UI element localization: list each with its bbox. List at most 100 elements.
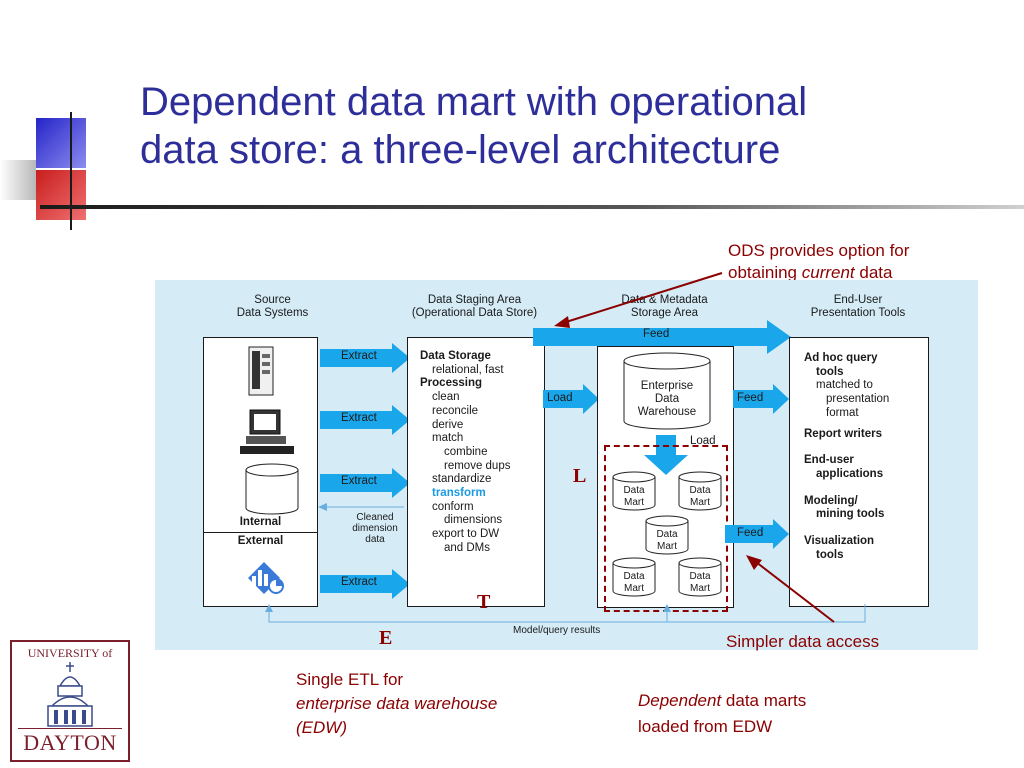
- feed-label-top: Feed: [643, 328, 670, 340]
- tool-item: applications: [816, 467, 884, 480]
- ods-annotation-line-1: ODS provides option for: [728, 241, 910, 260]
- tool-item: Modeling/: [804, 494, 858, 507]
- cleaned-line-1: Cleaned: [356, 512, 394, 523]
- decor-vertical-line: [70, 112, 72, 230]
- cleaned-dimension-label: Cleaned dimension data: [335, 512, 415, 545]
- feed-arrow-top: [533, 320, 791, 354]
- edw-line-1: Enterprise: [640, 380, 694, 392]
- storage-area-box: Enterprise Data Warehouse Load Data Mart…: [597, 346, 734, 608]
- extract-arrow-1: [320, 343, 410, 373]
- feed-label-lower: Feed: [737, 527, 764, 539]
- header-storage-line-2: Storage Area: [630, 307, 699, 319]
- data-mart-cylinder: [612, 557, 656, 597]
- single-etl-line-2: enterprise data warehouse: [296, 694, 498, 713]
- header-source-line-1: Source: [254, 294, 291, 306]
- data-mart-3: Data Mart: [645, 515, 689, 555]
- staging-item-transform: transform: [432, 487, 486, 500]
- staging-item: dimensions: [444, 514, 503, 527]
- header-staging-line-2: (Operational Data Store): [411, 307, 538, 319]
- desktop-computer-icon: [240, 409, 294, 454]
- extract-label-2: Extract: [341, 412, 377, 424]
- data-mart-line-2: Mart: [657, 541, 677, 552]
- tool-item: format: [826, 406, 859, 419]
- letter-t: T: [477, 591, 491, 613]
- data-mart-line-2: Mart: [624, 583, 644, 594]
- end-user-tools-list: Ad hoc query tools matched to presentati…: [804, 352, 926, 562]
- dependent-post: data marts: [721, 691, 807, 710]
- dependent-marts-line-2: loaded from EDW: [638, 717, 773, 736]
- internal-external-divider: [204, 532, 317, 533]
- extract-label-4: Extract: [341, 576, 377, 588]
- data-mart-2: Data Mart: [678, 471, 722, 511]
- title-line-2: data store: a three-level architecture: [140, 128, 781, 172]
- edw-label: Enterprise Data Warehouse: [622, 380, 712, 419]
- dependent-marts-annotation: Dependent data marts loaded from EDW: [638, 688, 938, 740]
- ods-annotation-pre: obtaining: [728, 263, 802, 282]
- tool-item: End-user: [804, 454, 854, 467]
- feed-arrow-middle: [733, 384, 789, 414]
- data-mart-line-2: Mart: [624, 497, 644, 508]
- staging-item: Data Storage: [420, 350, 491, 362]
- data-mart-line-1: Data: [689, 485, 711, 496]
- data-mart-1: Data Mart: [612, 471, 656, 511]
- source-systems-box: Internal External: [203, 337, 318, 607]
- single-etl-annotation: Single ETL for enterprise data warehouse…: [296, 668, 596, 740]
- cleaned-data-arrow: [318, 503, 404, 511]
- tool-item: mining tools: [816, 508, 885, 521]
- model-query-results-label: Model/query results: [513, 625, 601, 636]
- single-etl-line-1: Single ETL for: [296, 670, 404, 689]
- data-mart-cylinder: [678, 557, 722, 597]
- staging-item: export to DW: [432, 528, 500, 541]
- staging-area-box: Data Storage relational, fast Processing…: [407, 337, 545, 607]
- ods-annotation-em: current: [801, 263, 855, 282]
- extract-arrow-3: [320, 468, 410, 498]
- header-enduser-line-1: End-User: [833, 294, 883, 306]
- data-mart-line-1: Data: [623, 485, 645, 496]
- staging-item: match: [432, 432, 464, 445]
- single-etl-line-3: (EDW): [296, 718, 347, 737]
- staging-item: Processing: [420, 377, 482, 390]
- ods-annotation-line-2: obtaining current data: [728, 262, 1018, 284]
- dependent-em: Dependent: [638, 691, 722, 710]
- feed-label-middle: Feed: [737, 392, 764, 404]
- tool-item: matched to: [816, 379, 873, 392]
- load-label: Load: [547, 392, 573, 404]
- data-mart-line-2: Mart: [690, 583, 710, 594]
- staging-item: conform: [432, 500, 474, 513]
- staging-content: Data Storage relational, fast Processing…: [420, 350, 542, 556]
- decor-red-square: [36, 170, 86, 220]
- slide-decoration: [0, 100, 140, 230]
- staging-item: derive: [432, 418, 464, 431]
- logo-top-text: UNIVERSITY of: [27, 646, 113, 660]
- header-enduser: End-User Presentation Tools: [783, 294, 933, 320]
- architecture-diagram: Source Data Systems Data Staging Area (O…: [155, 280, 978, 650]
- dependent-marts-line-1: Dependent data marts: [638, 688, 938, 714]
- university-logo: UNIVERSITY of DAYTON: [10, 640, 130, 762]
- internal-label: Internal: [239, 516, 282, 528]
- title-line-1: Dependent data mart with operational: [140, 80, 808, 124]
- end-user-tools-box: Ad hoc query tools matched to presentati…: [789, 337, 929, 607]
- data-mart-cylinder: [645, 515, 689, 555]
- cleaned-line-3: data: [365, 534, 385, 545]
- extract-label-3: Extract: [341, 475, 377, 487]
- chapel-dome-icon: [47, 662, 93, 727]
- letter-l: L: [573, 465, 587, 487]
- feed-arrow-lower: [725, 519, 789, 549]
- load-arrow: [543, 384, 599, 414]
- external-data-chart-icon: [248, 562, 284, 594]
- letter-e: E: [379, 627, 393, 649]
- staging-item: and DMs: [444, 541, 491, 554]
- tool-item: presentation: [826, 393, 890, 406]
- data-mart-cylinder: [678, 471, 722, 511]
- data-mart-4: Data Mart: [612, 557, 656, 597]
- slide-title: Dependent data mart with operational dat…: [140, 78, 1000, 174]
- staging-item: remove dups: [444, 459, 511, 472]
- staging-item: standardize: [432, 473, 492, 486]
- ods-annotation-post: data: [854, 263, 893, 282]
- simpler-access-annotation: Simpler data access: [726, 632, 880, 651]
- extract-label-1: Extract: [341, 350, 377, 362]
- external-label: External: [237, 535, 284, 547]
- header-source: Source Data Systems: [210, 294, 335, 320]
- tool-item: tools: [816, 365, 844, 378]
